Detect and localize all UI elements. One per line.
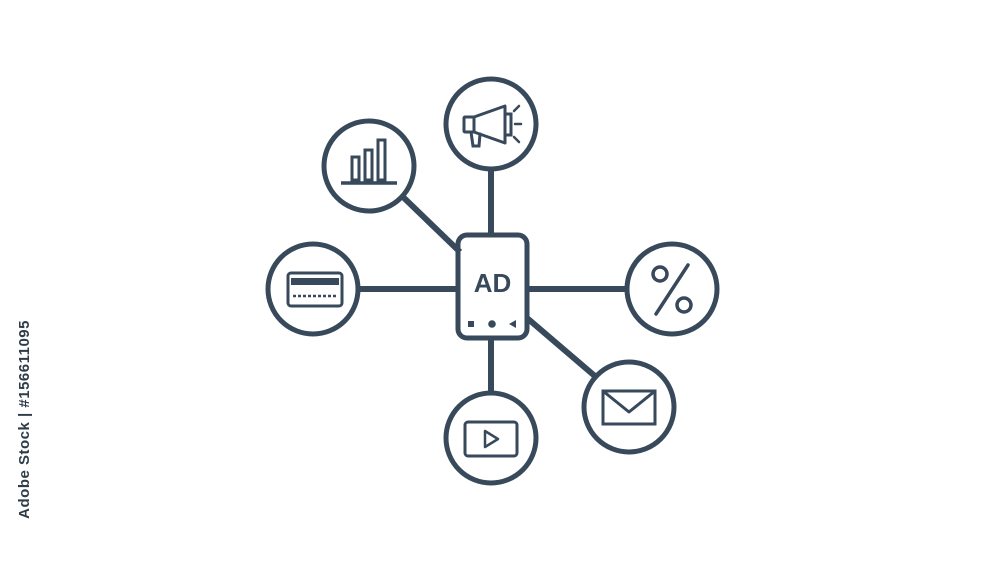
percent-node-circle: [624, 241, 720, 337]
chart-node: [321, 118, 417, 214]
megaphone-node-circle: [443, 76, 539, 172]
envelope-node-circle: [581, 359, 677, 455]
envelope-node: [581, 359, 677, 455]
credit-card-icon: [286, 271, 344, 308]
video-node-circle: [443, 390, 539, 486]
megaphone-node: [443, 76, 539, 172]
chart-node-circle: [321, 118, 417, 214]
connectors: [359, 168, 627, 393]
envelope-icon: [601, 389, 657, 426]
megaphone-icon: [462, 104, 523, 148]
connector-envelope: [525, 315, 598, 380]
percent-icon: [651, 263, 693, 316]
back-button-icon: [509, 320, 516, 328]
card-node-circle: [265, 241, 361, 337]
home-button-icon: [488, 320, 496, 328]
video-play-icon: [463, 420, 519, 458]
phone-nav-buttons: [468, 320, 516, 328]
card-node: [265, 241, 361, 337]
connector-chart: [399, 193, 463, 255]
video-node: [443, 390, 539, 486]
bar-chart-icon: [341, 138, 397, 185]
percent-node: [624, 241, 720, 337]
hub-label: AD: [474, 268, 512, 298]
square-button-icon: [468, 321, 474, 327]
hub-node: AD: [455, 232, 530, 341]
smartphone-ad-icon: [455, 232, 530, 341]
